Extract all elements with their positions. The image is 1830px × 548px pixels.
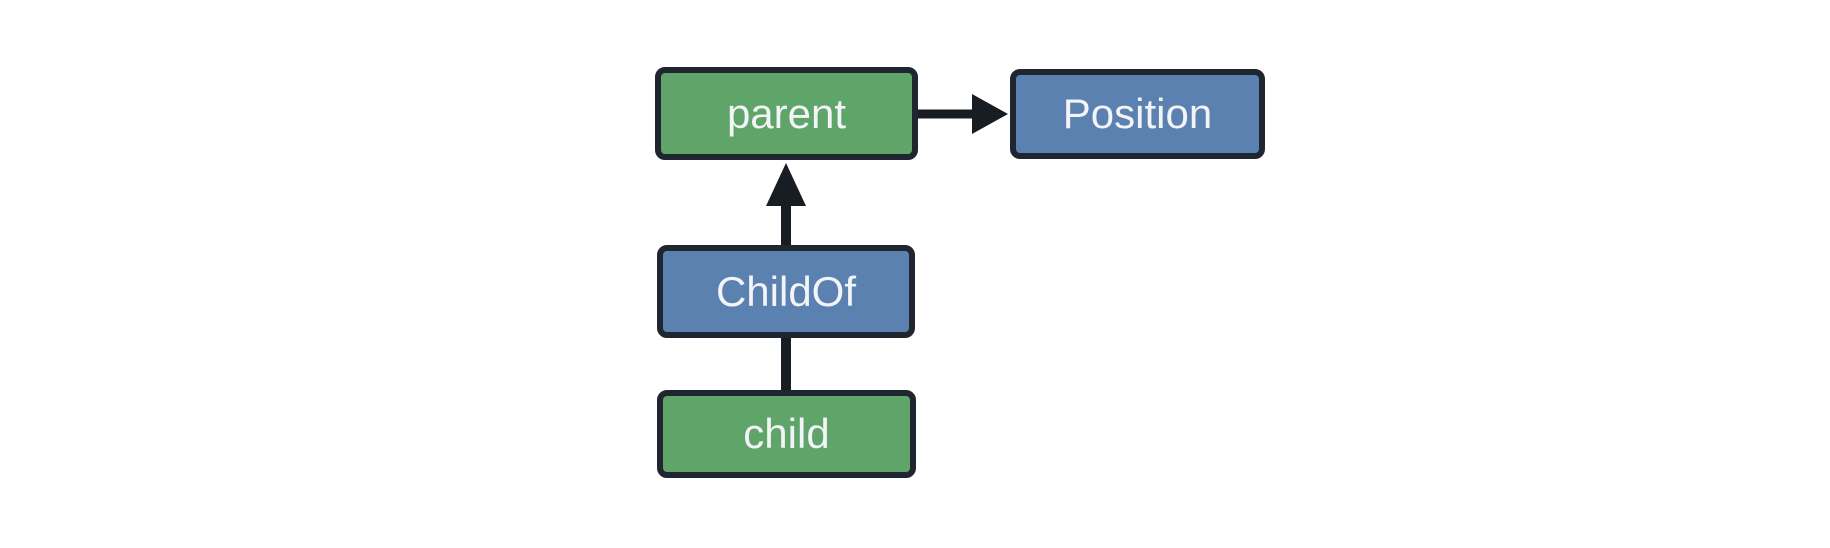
node-child: child <box>657 390 916 478</box>
node-childof: ChildOf <box>657 245 915 338</box>
edge-childof-to-parent <box>766 163 806 246</box>
node-child-label: child <box>743 410 830 457</box>
edge-parent-to-position <box>918 94 1008 134</box>
node-position-label: Position <box>1062 90 1213 137</box>
node-childof-label: ChildOf <box>715 267 857 315</box>
node-parent: parent <box>655 67 918 160</box>
arrowhead-right-icon <box>972 94 1008 134</box>
arrowhead-up-icon <box>766 163 806 206</box>
node-parent-label: parent <box>726 89 847 137</box>
node-position: Position <box>1010 69 1265 159</box>
